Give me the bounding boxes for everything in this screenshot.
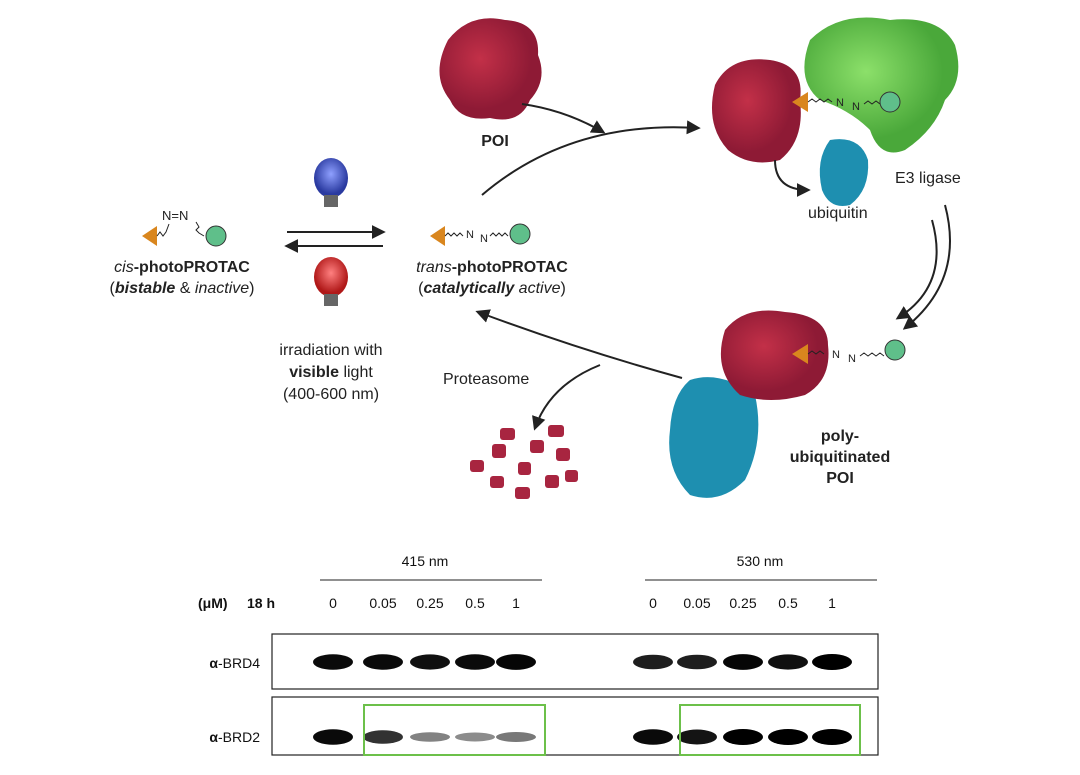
blot-band	[363, 730, 403, 744]
poly-label-line2: ubiquitinated	[790, 449, 890, 466]
complex-formation-arrow	[481, 120, 701, 196]
trans-photoprotac-description: (catalytically active)	[418, 280, 566, 297]
lane-concentration-label: 0.25	[729, 595, 756, 611]
red-light-bulb-icon	[314, 257, 348, 306]
irradiation-line3: (400-600 nm)	[283, 386, 379, 403]
blot-band	[363, 654, 403, 670]
blot-band	[410, 732, 450, 742]
ubiquitination-arrow-1	[902, 204, 951, 330]
trans-photoprotac-label: trans-photoPROTAC	[416, 259, 568, 276]
lane-concentration-label: 0	[649, 595, 657, 611]
blot-band	[723, 729, 763, 745]
svg-text:N: N	[832, 349, 840, 361]
poi-protein-icon	[439, 18, 542, 120]
blue-light-bulb-icon	[314, 158, 348, 207]
blot-band	[812, 729, 852, 745]
cis-photoprotac-description: (bistable & inactive)	[110, 280, 255, 297]
blot-band	[677, 729, 717, 745]
brd2-label: α-BRD2	[209, 729, 260, 745]
cis-photoprotac-label: cis-photoPROTAC	[114, 259, 250, 276]
blot-band	[812, 654, 852, 670]
blot-band	[633, 654, 673, 670]
group-530-label: 530 nm	[737, 553, 784, 569]
ubiquitin-label: ubiquitin	[808, 205, 868, 222]
svg-text:N: N	[836, 97, 844, 109]
lane-concentration-label: 0.05	[369, 595, 396, 611]
poly-label-line3: POI	[826, 470, 854, 487]
lane-concentration-label: 1	[828, 595, 836, 611]
blot-band	[677, 654, 717, 670]
highlight-box-530	[679, 704, 861, 756]
ubiquitin-transfer-arrow	[774, 159, 811, 197]
cis-azo-label: N=N	[162, 208, 188, 223]
svg-text:N: N	[848, 353, 856, 365]
poi-label: POI	[481, 133, 509, 150]
blot-band	[496, 654, 536, 670]
brd2-blot-panel	[271, 696, 879, 756]
lane-concentration-label: 0.25	[416, 595, 443, 611]
degraded-fragments-icon	[470, 425, 578, 499]
lane-concentration-label: 0.5	[778, 595, 798, 611]
brd4-label: α-BRD4	[209, 655, 260, 671]
svg-text:N: N	[480, 233, 488, 245]
blot-band	[768, 729, 808, 745]
blot-band	[496, 732, 536, 742]
lane-concentration-label: 0	[329, 595, 337, 611]
highlight-box-415	[363, 704, 546, 756]
blot-band	[410, 654, 450, 670]
cis-photoprotac-molecule-icon: N=N	[142, 208, 227, 247]
time-label: 18 h	[247, 595, 275, 611]
poly-label-line1: poly-	[821, 428, 859, 445]
lane-concentration-label: 1	[512, 595, 520, 611]
lane-concentration-label: 0.5	[465, 595, 485, 611]
svg-text:N: N	[852, 101, 860, 113]
blot-band	[455, 732, 495, 742]
blot-band	[313, 729, 353, 745]
recycling-arrow	[475, 309, 683, 379]
blot-band	[768, 654, 808, 670]
conc-unit-label: (μM)	[198, 595, 228, 611]
svg-text:N: N	[466, 229, 474, 241]
blot-band	[455, 654, 495, 670]
blot-band	[313, 654, 353, 670]
ubiquitination-arrow-2	[895, 219, 938, 320]
group-415-label: 415 nm	[402, 553, 449, 569]
lane-concentration-label: 0.05	[683, 595, 710, 611]
blot-band	[723, 654, 763, 670]
e3-ligase-label: E3 ligase	[895, 170, 961, 187]
blot-band	[633, 729, 673, 745]
irradiation-line2: visible light	[289, 364, 373, 381]
degradation-arrow	[532, 364, 601, 431]
proteasome-label: Proteasome	[443, 371, 529, 388]
poi-binding-arrow	[521, 103, 606, 134]
irradiation-line1: irradiation with	[279, 342, 382, 359]
